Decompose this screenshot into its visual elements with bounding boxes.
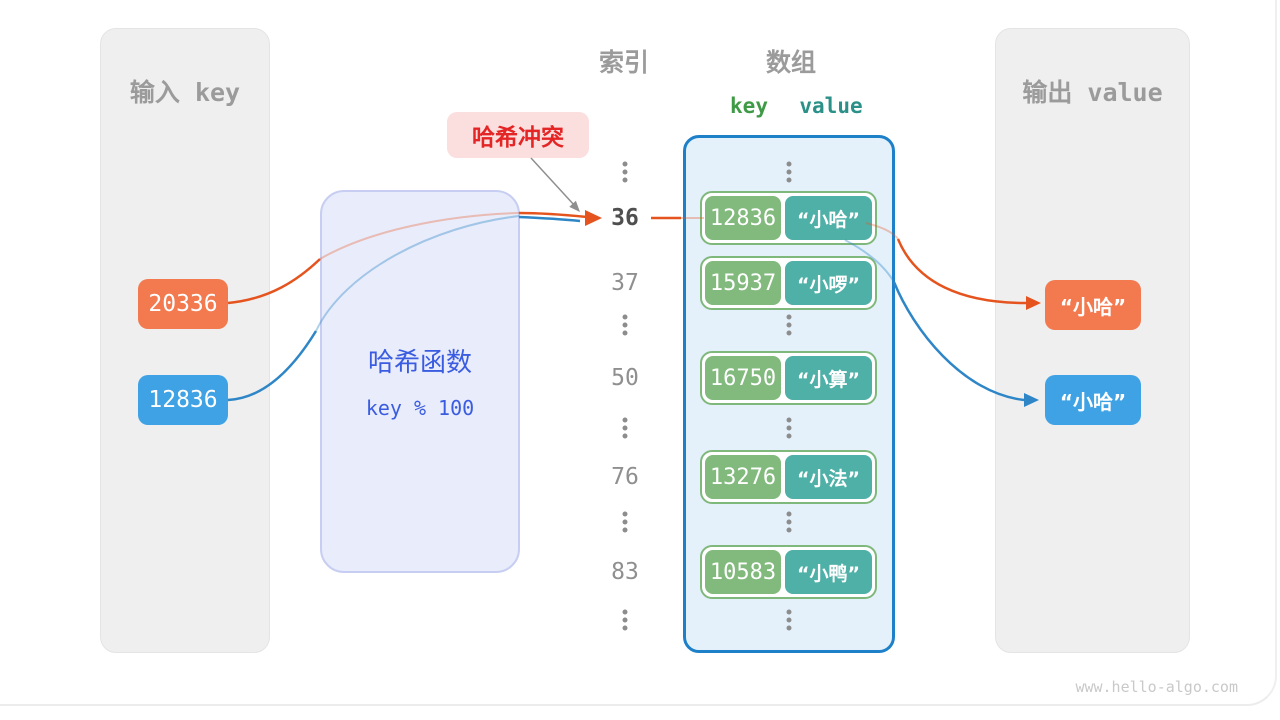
bucket-index-83: 10583 “小鸭” [700,545,877,599]
index-50: 50 [611,365,639,391]
output-value-orange: “小哈” [1045,280,1141,330]
index-76: 76 [611,464,639,490]
index-ellipsis [622,417,628,439]
bucket-key: 15937 [705,261,781,305]
input-panel: 输入 key [100,28,270,653]
index-ellipsis [622,314,628,336]
value-subheader: value [799,94,863,118]
output-panel: 输出 value [995,28,1190,653]
hash-function-name: 哈希函数 [367,348,472,378]
collision-pointer-tip [569,200,580,212]
hash-function-labels: 哈希函数 key % 100 [320,342,520,420]
input-key-12836: 12836 [138,375,228,425]
bucket-key: 10583 [705,550,781,594]
bucket-value: “小算” [785,356,872,400]
index-ellipsis [622,609,628,631]
website-watermark: www.hello-algo.com [1075,678,1238,696]
output-value-blue: “小哈” [1045,375,1141,425]
input-panel-title: 输入 key [129,78,241,107]
bucket-value: “小法” [785,455,872,499]
index-37: 37 [611,270,639,296]
index-83: 83 [611,559,639,585]
arrowhead-to-index-36 [585,210,602,226]
input-key-20336: 20336 [138,279,228,329]
hash-function-formula: key % 100 [365,396,475,420]
index-column-header: 索引 [598,48,650,77]
key-subheader: key [730,94,768,118]
bucket-index-36: 12836 “小哈” [700,191,877,245]
hash-function-box [320,190,520,573]
array-ellipsis [786,609,792,631]
array-ellipsis [786,511,792,533]
index-36: 36 [611,205,639,231]
output-panel-title: 输出 value [1022,78,1163,107]
bucket-value: “小啰” [785,261,872,305]
index-ellipsis [622,511,628,533]
bucket-index-50: 16750 “小算” [700,351,877,405]
collision-pointer-line [530,157,576,207]
hash-collision-label: 哈希冲突 [447,112,589,158]
arrow-merged-blue [518,215,581,223]
bucket-value: “小鸭” [785,550,872,594]
array-ellipsis [786,314,792,336]
array-ellipsis [786,161,792,183]
array-column-header: 数组 [765,48,817,77]
arrow-merged-orange [518,211,588,219]
bucket-index-37: 15937 “小啰” [700,256,877,310]
bucket-index-76: 13276 “小法” [700,450,877,504]
array-ellipsis [786,417,792,439]
bucket-value: “小哈” [785,196,872,240]
bucket-key: 12836 [705,196,781,240]
index-ellipsis [622,161,628,183]
bucket-key: 13276 [705,455,781,499]
bucket-key: 16750 [705,356,781,400]
